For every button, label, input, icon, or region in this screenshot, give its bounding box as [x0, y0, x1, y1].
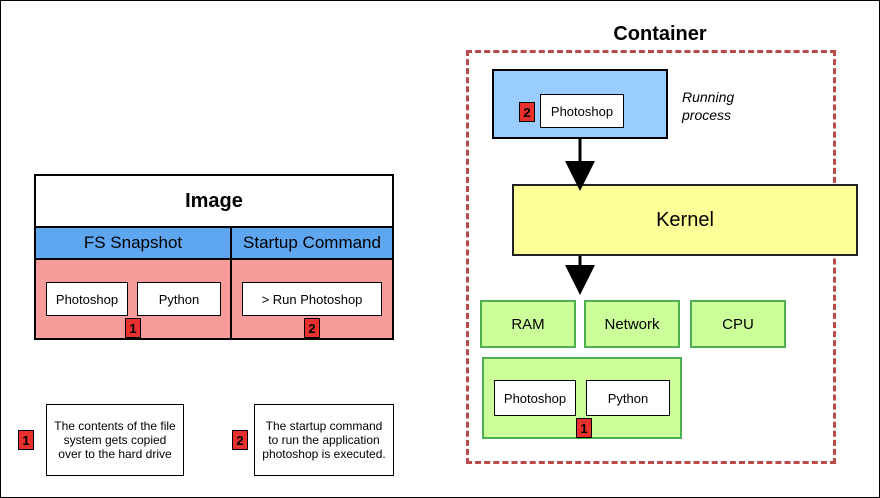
running-process-label: Running process: [682, 89, 735, 123]
resource-cpu: CPU: [690, 300, 786, 348]
container-title: Container: [613, 22, 707, 45]
startup-command-header: Startup Command: [230, 226, 394, 260]
fs-item-photoshop: Photoshop: [46, 282, 128, 316]
legend-badge-2: 2: [232, 430, 248, 450]
legend-badge-1: 1: [18, 430, 34, 450]
startup-command-item: > Run Photoshop: [242, 282, 382, 316]
resource-ram: RAM: [480, 300, 576, 348]
kernel-block: Kernel: [512, 184, 858, 256]
disk-badge: 1: [576, 418, 592, 438]
disk-item-python: Python: [586, 380, 670, 416]
fs-item-python: Python: [137, 282, 221, 316]
process-badge: 2: [519, 102, 535, 122]
disk-item-photoshop: Photoshop: [494, 380, 576, 416]
resource-network: Network: [584, 300, 680, 348]
legend-note-1: The contents of the file system gets cop…: [46, 404, 184, 476]
process-photoshop: Photoshop: [540, 94, 624, 128]
container-boundary: [466, 50, 836, 464]
fs-badge: 1: [125, 318, 141, 338]
legend-note-2: The startup command to run the applicati…: [254, 404, 394, 476]
startup-badge: 2: [304, 318, 320, 338]
